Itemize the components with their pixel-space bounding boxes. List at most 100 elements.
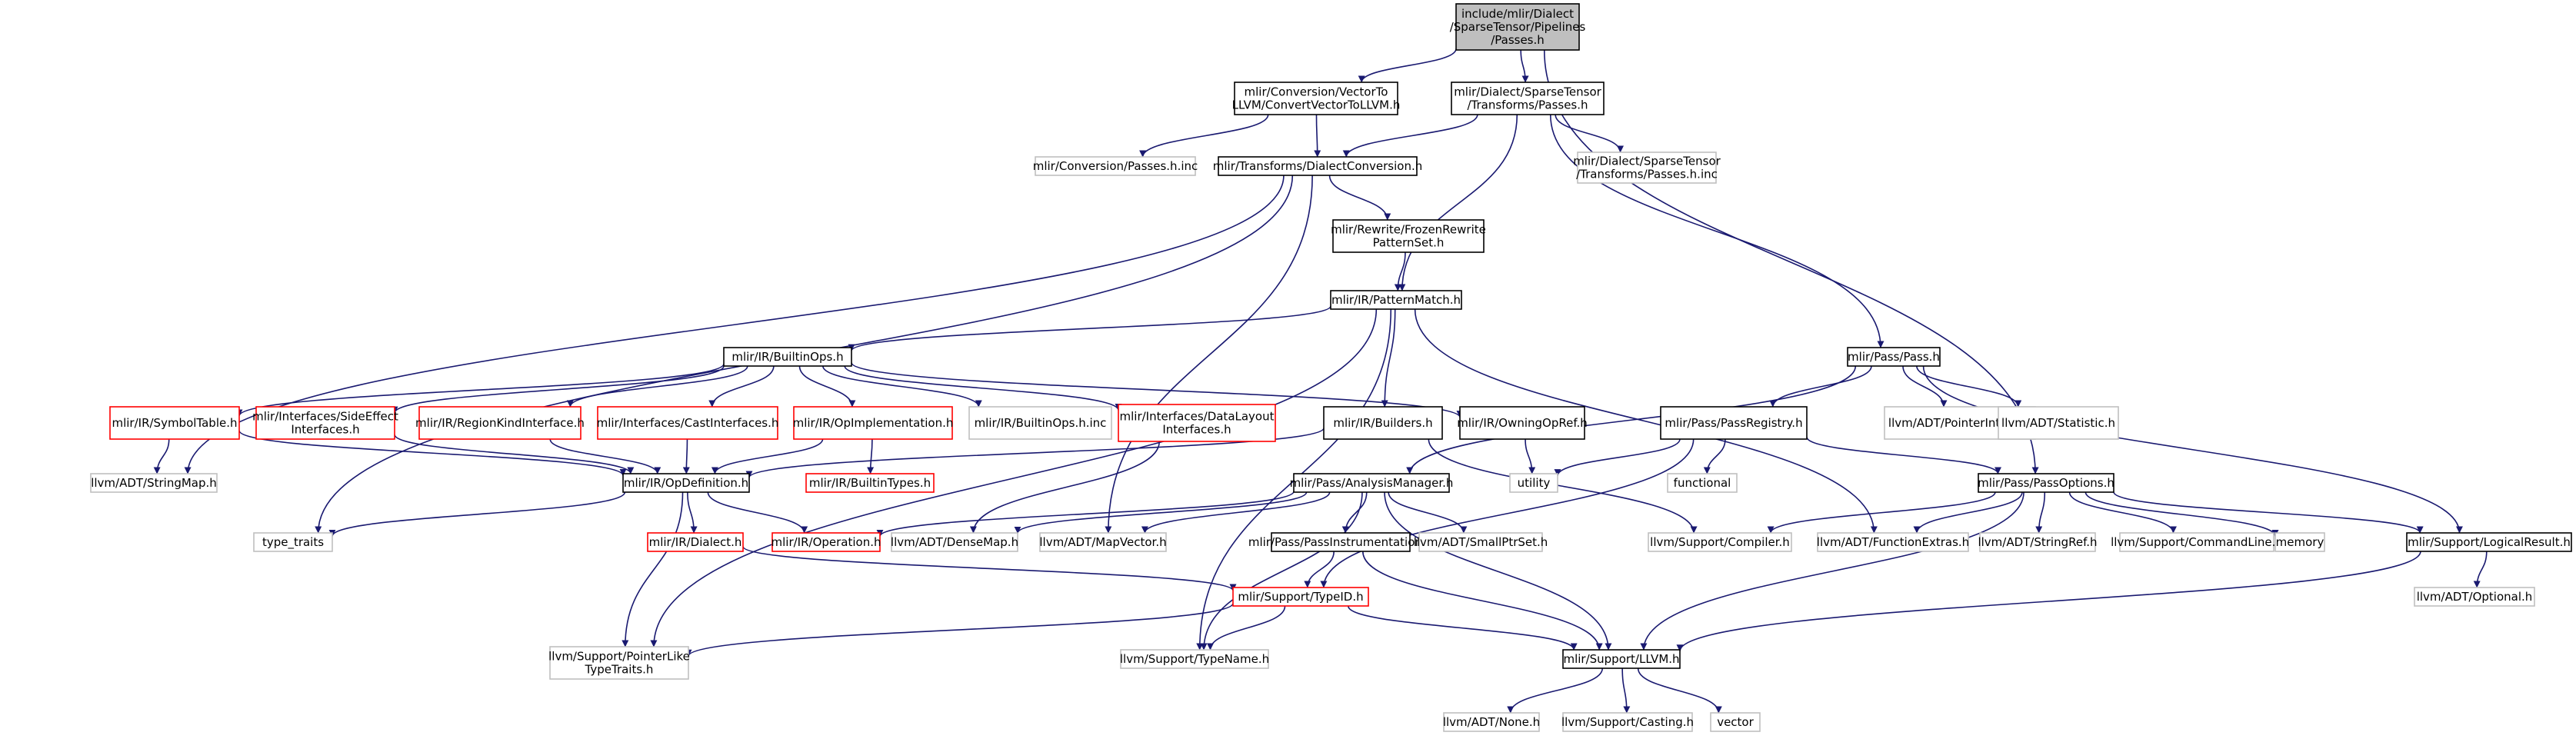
node-box	[1978, 473, 2114, 493]
node-label: Interfaces.h	[291, 422, 359, 436]
edge-line	[1767, 491, 1996, 534]
edge-conv_vec-to-conv_inc	[1139, 114, 1269, 158]
node-label: memory	[2276, 535, 2324, 549]
node-label: PatternSet.h	[1373, 235, 1445, 249]
node-box	[1562, 712, 1693, 732]
node-box	[793, 406, 953, 440]
node-box	[1648, 532, 1792, 552]
node-cast[interactable]: mlir/Interfaces/CastInterfaces.h	[597, 406, 779, 440]
node-label: llvm/ADT/None.h	[1443, 715, 1540, 729]
edge-passopts-to-memory	[2084, 491, 2279, 537]
node-operation[interactable]: mlir/IR/Operation.h	[771, 532, 881, 552]
node-conv_vec[interactable]: mlir/Conversion/VectorToLLVM/ConvertVect…	[1232, 82, 1401, 115]
edge-analysis-to-densemap	[1014, 491, 1308, 534]
edge-st_passes-to-dialect_conv	[1342, 114, 1478, 158]
node-box	[1293, 473, 1450, 493]
node-label: llvm/ADT/MapVector.h	[1039, 535, 1166, 549]
node-casting: llvm/Support/Casting.h	[1561, 712, 1694, 732]
node-pattern[interactable]: mlir/IR/PatternMatch.h	[1330, 290, 1462, 310]
edge-analysis-to-operation	[876, 491, 1295, 537]
node-logicalresult[interactable]: mlir/Support/LogicalResult.h	[2406, 532, 2572, 552]
node-passreg[interactable]: mlir/Pass/PassRegistry.h	[1660, 406, 1808, 440]
node-label: mlir/IR/BuiltinOps.h.inc	[975, 416, 1107, 430]
edge-line	[391, 365, 725, 414]
node-llvm_h[interactable]: mlir/Support/LLVM.h	[1562, 649, 1681, 669]
node-pass[interactable]: mlir/Pass/Pass.h	[1847, 347, 1941, 367]
edges-layer	[153, 48, 2488, 714]
edge-root-to-passopts	[1543, 49, 2039, 474]
edge-line	[1342, 114, 1478, 158]
node-label: utility	[1518, 476, 1551, 490]
node-box	[2274, 532, 2325, 552]
node-label: mlir/Rewrite/FrozenRewrite	[1331, 222, 1486, 236]
edge-builtinops-to-datalayout	[844, 365, 1122, 411]
edge-line	[549, 438, 661, 474]
node-owningop[interactable]: mlir/IR/OwningOpRef.h	[1457, 406, 1588, 440]
edge-owningop-to-utility	[1525, 438, 1536, 474]
edge-builtinops-to-regionkind	[566, 365, 748, 408]
node-passinstr[interactable]: mlir/Pass/PassInstrumentation.h	[1248, 532, 1433, 552]
node-label: /Passes.h	[1491, 33, 1545, 47]
edge-st_passes-to-pattern	[1398, 114, 1518, 291]
node-dialect_conv[interactable]: mlir/Transforms/DialectConversion.h	[1213, 156, 1422, 176]
edge-conv_vec-to-dialect_conv	[1314, 114, 1321, 158]
node-label: llvm/Support/Compiler.h	[1650, 535, 1790, 549]
edge-pattern-to-builtinops	[848, 305, 1331, 351]
node-builtintypes[interactable]: mlir/IR/BuiltinTypes.h	[805, 473, 935, 493]
edge-line	[1922, 365, 2463, 534]
edge-line	[2113, 491, 2424, 534]
edge-st_passes-to-st_inc	[1555, 114, 1625, 153]
node-typeid[interactable]: mlir/Support/TypeID.h	[1232, 587, 1369, 607]
edge-line	[1507, 667, 1604, 714]
node-symtab[interactable]: mlir/IR/SymbolTable.h	[109, 406, 240, 440]
node-box	[1039, 532, 1167, 552]
node-regionkind[interactable]: mlir/IR/RegionKindInterface.h	[415, 406, 585, 440]
node-st_passes[interactable]: mlir/Dialect/SparseTensor/Transforms/Pas…	[1451, 82, 1605, 115]
edge-opdef-to-dialect	[687, 491, 698, 534]
edge-line	[153, 438, 170, 474]
edge-analysis-to-mapvector	[1141, 491, 1331, 534]
edge-passopts-to-logicalresult	[2113, 491, 2424, 534]
edge-line	[1806, 436, 2001, 474]
node-box	[968, 406, 1112, 440]
node-label: mlir/IR/BuiltinTypes.h	[809, 476, 931, 490]
node-box	[253, 532, 333, 552]
edge-llvm_h-to-casting	[1621, 667, 1631, 714]
node-analysis[interactable]: mlir/Pass/AnalysisManager.h	[1290, 473, 1454, 493]
node-builtinops[interactable]: mlir/IR/BuiltinOps.h	[723, 347, 852, 367]
edge-line	[1358, 48, 1457, 83]
node-opimpl[interactable]: mlir/IR/OpImplementation.h	[793, 406, 954, 440]
edge-opdef-to-type_traits	[328, 491, 626, 537]
node-label: llvm/Support/PointerLike	[548, 649, 690, 663]
node-box	[1817, 532, 1969, 552]
edge-passopts-to-funcextras	[1913, 491, 2023, 534]
node-root[interactable]: include/mlir/Dialect/SparseTensor/Pipeli…	[1450, 3, 1586, 51]
edge-line	[1200, 491, 1363, 651]
node-label: llvm/ADT/FunctionExtras.h	[1817, 535, 1969, 549]
node-label: LLVM/ConvertVectorToLLVM.h	[1232, 98, 1401, 112]
node-builders[interactable]: mlir/IR/Builders.h	[1323, 406, 1443, 440]
node-label: llvm/ADT/StringMap.h	[91, 476, 217, 490]
node-box	[1118, 404, 1276, 442]
node-passopts[interactable]: mlir/Pass/PassOptions.h	[1978, 473, 2114, 493]
node-label: mlir/Interfaces/SideEffect	[252, 409, 398, 423]
node-memory: memory	[2274, 532, 2325, 552]
node-opdef[interactable]: mlir/IR/OpDefinition.h	[622, 473, 750, 493]
edge-line	[1320, 438, 1695, 588]
node-label: mlir/IR/RegionKindInterface.h	[415, 416, 585, 430]
edge-line	[566, 365, 748, 408]
edge-line	[2084, 491, 2279, 537]
node-dialect[interactable]: mlir/IR/Dialect.h	[647, 532, 744, 552]
node-box	[1577, 151, 1717, 184]
node-label: /Transforms/Passes.h.inc	[1576, 167, 1718, 181]
edge-line	[1428, 438, 1698, 534]
node-box	[1330, 290, 1462, 310]
edge-opimpl-to-opdef	[711, 438, 824, 474]
edge-line	[707, 491, 808, 534]
edge-line	[1362, 551, 1603, 651]
node-typename: llvm/Support/TypeName.h	[1120, 649, 1269, 669]
